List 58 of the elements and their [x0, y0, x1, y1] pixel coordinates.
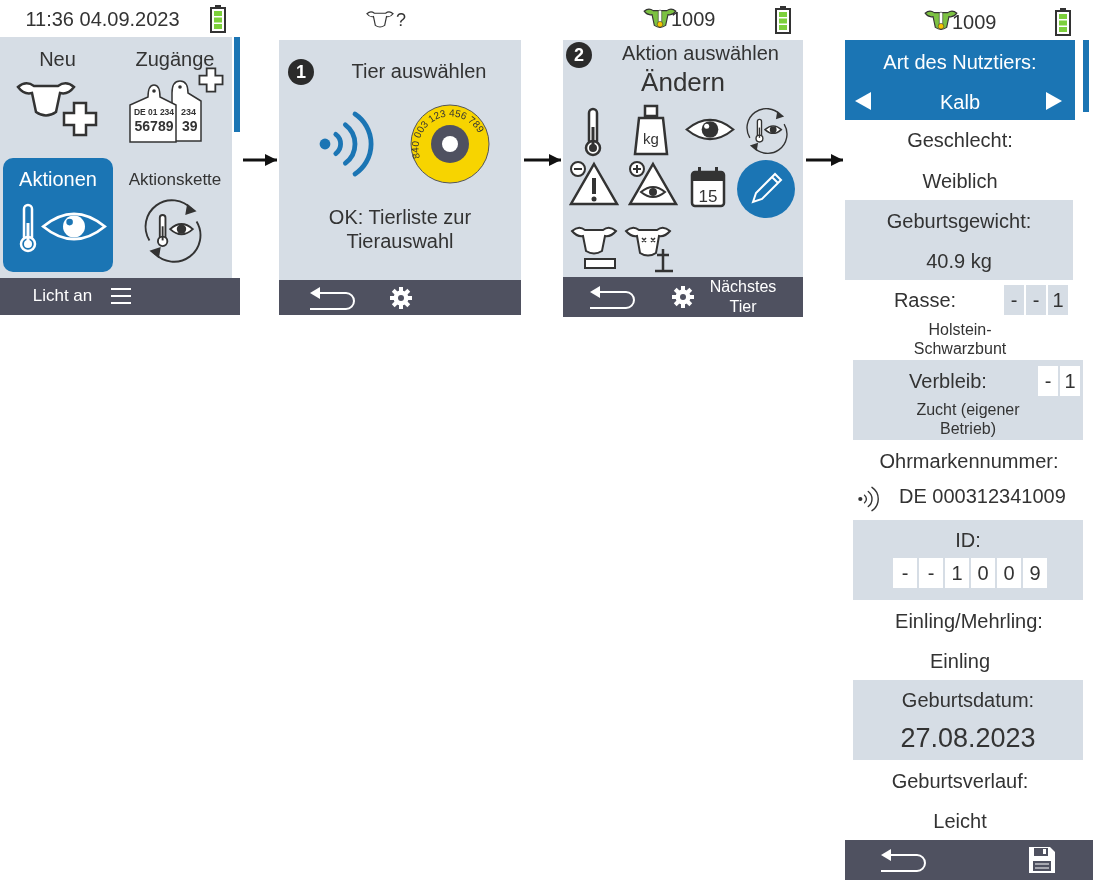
- arrow: [524, 154, 561, 166]
- footer-label: Licht an: [31, 286, 94, 307]
- digit-cell: 0: [971, 558, 995, 588]
- tile-label: Aktionen: [18, 167, 98, 191]
- digit-cell: -: [1038, 366, 1058, 396]
- field-value: Zucht (eigener Betrieb): [915, 400, 1021, 439]
- arrow: [243, 154, 277, 166]
- field-value: Weiblich: [921, 169, 999, 193]
- field-label: Geburtsverlauf:: [890, 769, 1030, 793]
- instruction-text: OK: Tierliste zur Tierauswahl: [327, 205, 473, 253]
- digit-cell: 1: [1060, 366, 1080, 396]
- status-text: ?: [396, 10, 407, 32]
- status-text: 1009: [952, 10, 998, 34]
- field-label: Rasse:: [892, 288, 958, 312]
- action-name: Ändern: [640, 67, 726, 99]
- field-value: Kalb: [939, 90, 981, 114]
- field-value: Leicht: [932, 809, 988, 833]
- digit-cell: -: [893, 558, 917, 588]
- tile-label: Aktionskette: [127, 170, 223, 191]
- screen-heading: Tier auswählen: [350, 59, 488, 83]
- weight-icon: kg: [633, 104, 669, 156]
- tile-label: Neu: [38, 47, 77, 71]
- tile-label: Zugänge: [134, 47, 216, 71]
- selected-menu-tile: [3, 158, 113, 272]
- footer-label: Nächstes Tier: [708, 277, 778, 317]
- field-label: Geschlecht:: [906, 128, 1014, 152]
- input-field: [845, 200, 1073, 280]
- field-label: Ohrmarkennummer:: [878, 449, 1060, 473]
- field-value: Holstein-Schwarzbunt: [912, 320, 1008, 359]
- input-field: [853, 680, 1083, 760]
- field-label: Verbleib:: [908, 369, 988, 393]
- tag-number: 39: [182, 118, 199, 135]
- digit-cell: 1: [945, 558, 969, 588]
- digit-cell: -: [1026, 285, 1046, 315]
- digit-cell: -: [1004, 285, 1024, 315]
- arrow: [806, 154, 843, 166]
- digit-cell: 0: [997, 558, 1021, 588]
- screen-heading: Aktion auswählen: [621, 41, 780, 65]
- tag-number: DE 01 234: [132, 107, 176, 118]
- field-label: Geburtsgewicht:: [885, 209, 1033, 233]
- tag-number: 234: [181, 107, 198, 118]
- digit-cell: 1: [1048, 285, 1068, 315]
- field-value: DE 000312341009: [899, 484, 1067, 508]
- tag-number: 56789: [133, 118, 175, 135]
- field-value: Einling: [928, 649, 991, 673]
- digit-cell: 9: [1023, 558, 1047, 588]
- field-label: Geburtsdatum:: [900, 688, 1036, 712]
- field-value: 40.9 kg: [925, 249, 993, 273]
- status-time: 11:36 04.09.2023: [24, 7, 181, 31]
- selection-field: [845, 40, 1075, 120]
- field-label: Art des Nutztiers:: [882, 50, 1038, 74]
- field-label: Einling/Mehrling:: [894, 609, 1044, 633]
- digit-cell: -: [919, 558, 943, 588]
- input-field: [853, 360, 1083, 440]
- status-text: 1009: [671, 7, 717, 31]
- input-field: [853, 520, 1083, 600]
- field-label: ID:: [954, 528, 982, 552]
- field-value: 27.08.2023: [899, 722, 1037, 755]
